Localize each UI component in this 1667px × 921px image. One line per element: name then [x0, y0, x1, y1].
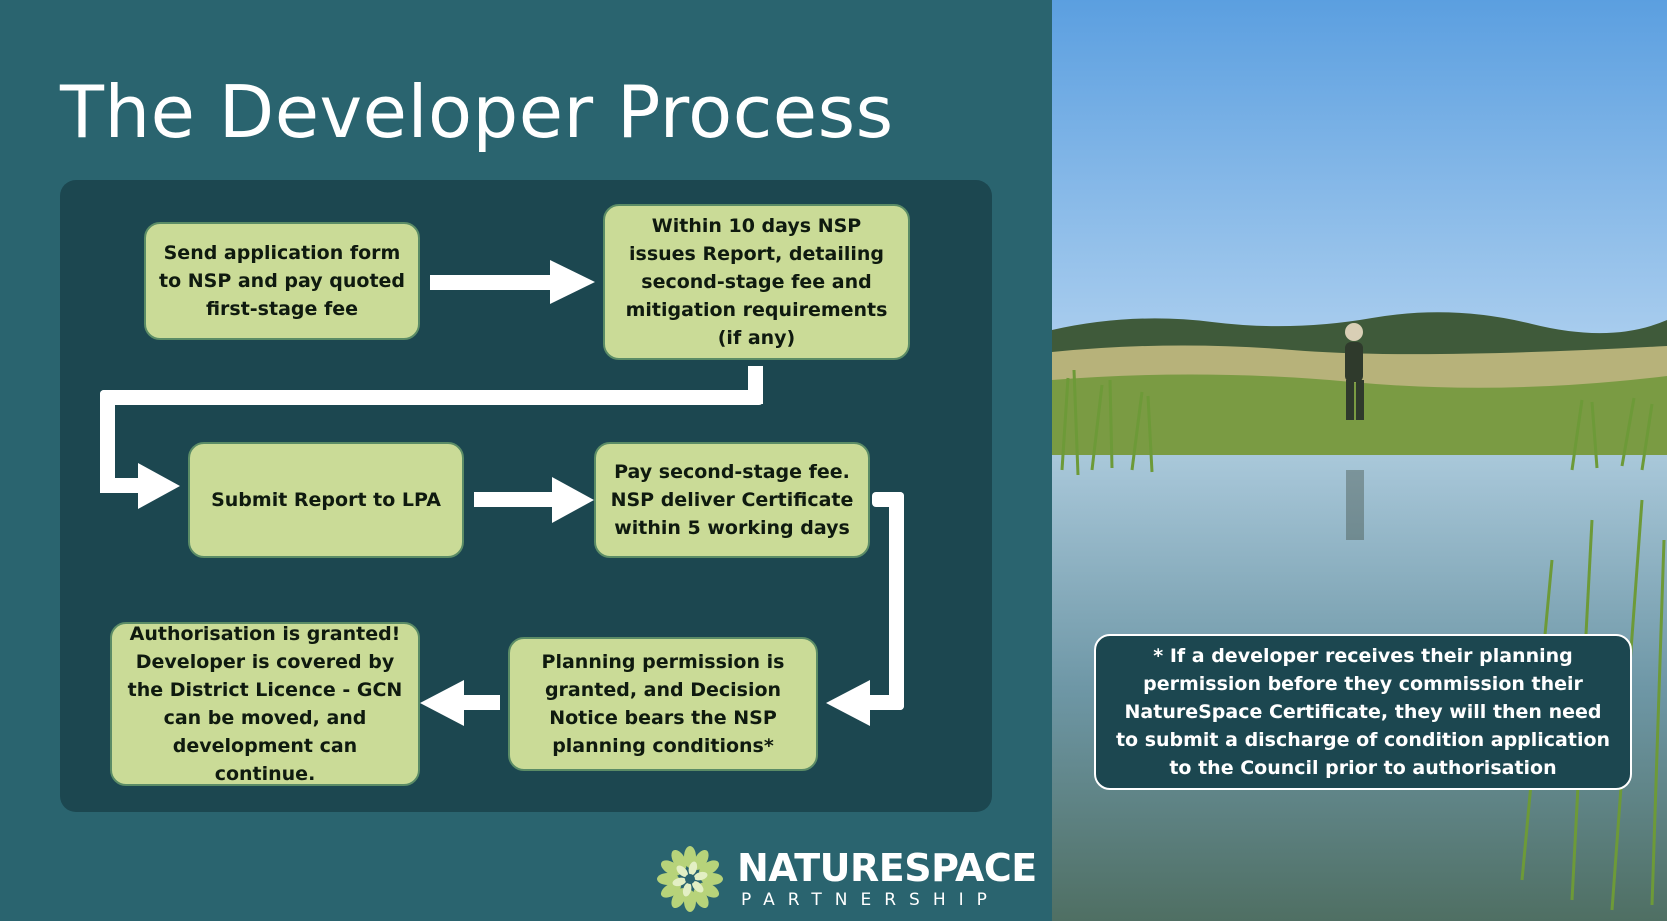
- step-nsp-issues-report: Within 10 days NSP issues Report, detail…: [603, 204, 910, 360]
- logo-name: NATURESPACE: [737, 846, 1037, 890]
- step-send-application: Send application form to NSP and pay quo…: [144, 222, 420, 340]
- logo-subtitle: PARTNERSHIP: [741, 890, 1000, 910]
- arrow-step1-to-step2: [430, 260, 595, 304]
- step-submit-report-lpa: Submit Report to LPA: [188, 442, 464, 558]
- arrow-step4-to-step5: [826, 492, 904, 726]
- footnote-box: * If a developer receives their planning…: [1094, 634, 1632, 790]
- arrow-step3-to-step4: [474, 477, 594, 523]
- step-pay-second-stage-fee: Pay second-stage fee. NSP deliver Certif…: [594, 442, 870, 558]
- step-planning-permission-granted: Planning permission is granted, and Deci…: [508, 637, 818, 771]
- arrow-step5-to-step6: [420, 680, 500, 726]
- slide-title: The Developer Process: [60, 70, 894, 154]
- person-wading: [1345, 323, 1364, 420]
- arrow-step2-to-step3: [100, 366, 763, 509]
- flower-logo-icon: [657, 846, 723, 912]
- flow-arrows: [100, 260, 904, 726]
- naturespace-logo: NATURESPACE PARTNERSHIP: [655, 840, 1037, 912]
- left-panel: The Developer Process: [60, 70, 1038, 912]
- step-authorisation-granted: Authorisation is granted! Developer is c…: [110, 622, 420, 786]
